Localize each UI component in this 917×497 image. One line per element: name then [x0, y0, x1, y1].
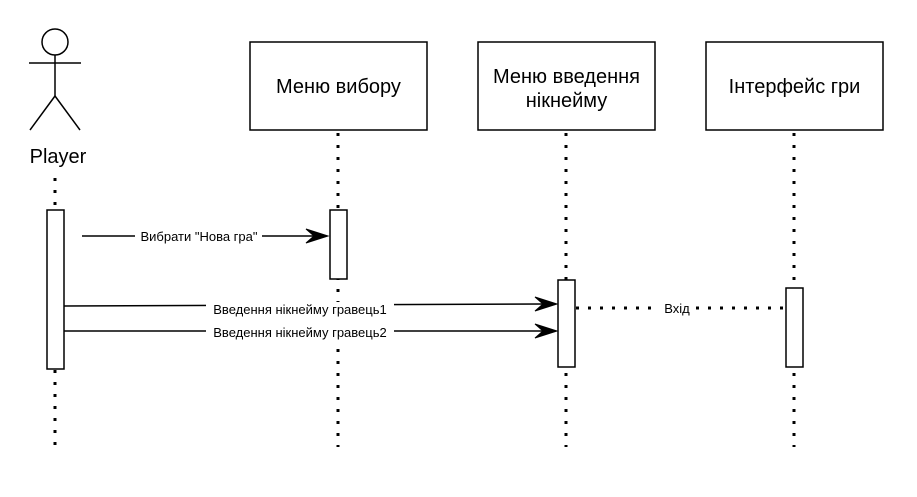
- actor-head: [41, 28, 69, 56]
- player-actor: [29, 28, 81, 131]
- participant-game-interface: Інтерфейс гри: [705, 41, 884, 131]
- message-label-bg: [135, 228, 262, 244]
- message-label: Вибрати "Нова гра": [140, 229, 257, 244]
- participant-label: Інтерфейс гри: [729, 76, 861, 98]
- actor-left-leg: [29, 95, 56, 131]
- message-label-bg: [658, 300, 696, 317]
- lifelines: [53, 133, 796, 447]
- participant-box: [249, 41, 428, 131]
- activations: [46, 209, 804, 370]
- nickname-menu-activation: [557, 279, 576, 368]
- arrowhead-icon: [534, 323, 559, 339]
- arrowhead-icon: [534, 296, 559, 312]
- actor-label: Player: [30, 146, 87, 168]
- message-nickname-player2: Введення нікнейму гравець2: [64, 323, 559, 341]
- game-interface-activation: [785, 287, 804, 368]
- message-label: Введення нікнейму гравець1: [213, 302, 386, 317]
- participant-label-line1: Меню введення: [493, 66, 640, 88]
- actor-right-leg: [54, 95, 81, 131]
- choice-menu-activation: [329, 209, 348, 280]
- message-nickname-player1: Введення нікнейму гравець1: [63, 296, 559, 318]
- participant-box: [477, 41, 656, 131]
- message-select-new-game: Вибрати "Нова гра": [82, 228, 330, 244]
- arrowhead-icon: [305, 228, 330, 244]
- participant-label-line2: нікнейму: [526, 90, 608, 112]
- participant-nickname-menu: Меню введення нікнейму: [477, 41, 656, 131]
- message-enter: Вхід: [576, 300, 785, 317]
- participant-label: Меню вибору: [276, 76, 401, 98]
- message-label-bg: [206, 325, 394, 341]
- participant-box: [705, 41, 884, 131]
- message-label: Введення нікнейму гравець2: [213, 325, 386, 340]
- player-activation: [46, 209, 65, 370]
- message-label-bg: [206, 302, 394, 318]
- participant-choice-menu: Меню вибору: [249, 41, 428, 131]
- message-label: Вхід: [664, 301, 690, 316]
